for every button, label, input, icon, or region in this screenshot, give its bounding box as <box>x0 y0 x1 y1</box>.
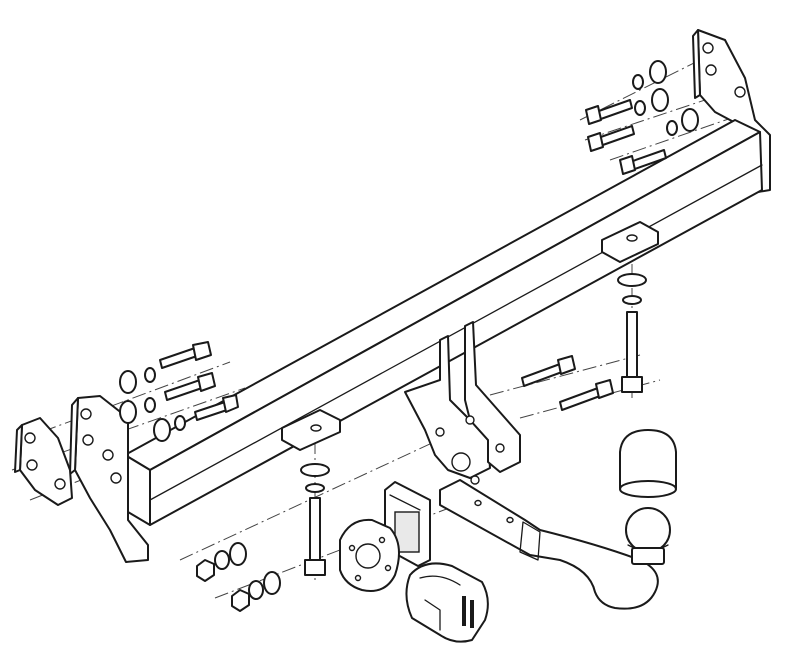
spring-washer <box>634 100 646 116</box>
bolt <box>194 394 239 421</box>
beam-mounting-lug-right <box>601 221 659 263</box>
bolt <box>159 341 212 369</box>
bolt <box>559 379 614 411</box>
tow-ball-cap <box>619 429 677 498</box>
nut-washer-group <box>196 542 281 612</box>
nut <box>196 559 215 582</box>
beam-mounting-lug-left <box>281 409 341 451</box>
left-adapter-plate <box>14 417 73 506</box>
washer <box>649 60 667 84</box>
washer <box>651 88 669 112</box>
bolt-group-center <box>521 355 614 411</box>
nut <box>231 589 250 612</box>
spring-washer <box>622 295 642 305</box>
spring-washer <box>632 74 644 90</box>
washer <box>681 108 699 132</box>
spring-washer <box>305 483 325 493</box>
spring-washer <box>666 120 678 136</box>
bolt <box>619 149 667 175</box>
spring-washer <box>174 415 186 431</box>
tow-ball <box>625 507 671 553</box>
tow-ball-arm <box>439 479 671 610</box>
spring-washer <box>144 367 156 383</box>
bolt <box>164 372 216 401</box>
spring-washer <box>248 580 264 600</box>
electrical-socket <box>405 562 489 643</box>
vertical-bolt-right <box>617 273 647 393</box>
washer <box>300 463 330 477</box>
side-bracket-left <box>69 395 149 563</box>
washer <box>229 542 247 566</box>
washer <box>119 370 137 394</box>
socket-gasket-plate <box>339 518 400 592</box>
spring-washer <box>214 550 230 570</box>
washer <box>119 400 137 424</box>
bolt-group-right <box>585 60 699 175</box>
bolt-group-left <box>119 341 239 442</box>
washer <box>153 418 171 442</box>
bolt <box>521 355 576 387</box>
center-bracket-plates <box>404 321 521 485</box>
washer <box>617 273 647 287</box>
spring-washer <box>144 397 156 413</box>
bolt <box>585 99 633 125</box>
washer <box>263 571 281 595</box>
bolt <box>587 125 635 152</box>
vertical-bolt-left <box>300 463 330 576</box>
